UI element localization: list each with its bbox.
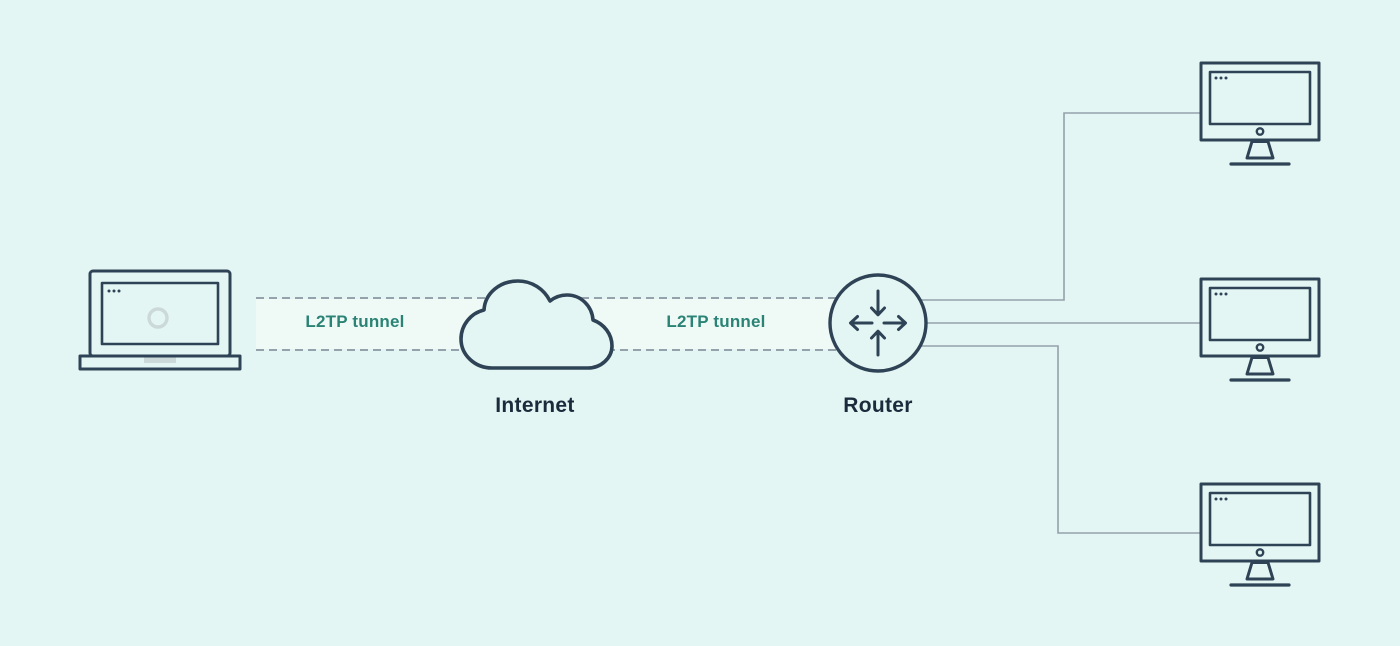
connector-router-to-monitor-3 [878, 345, 1206, 534]
router-icon [828, 273, 928, 373]
internet-label: Internet [495, 394, 575, 417]
cloud-icon [459, 279, 614, 370]
router-label: Router [843, 394, 913, 417]
router-arrows-icon [849, 289, 907, 357]
loading-ring-icon [147, 307, 169, 329]
monitor-icon [1199, 277, 1321, 382]
monitor-icon [1199, 61, 1321, 166]
l2tp-tunnel-label-left: L2TP tunnel [305, 312, 405, 331]
connector-router-to-monitor-1 [878, 112, 1206, 301]
l2tp-tunnel-label-right: L2TP tunnel [666, 312, 766, 331]
laptop-icon [78, 269, 242, 371]
monitor-icon [1199, 482, 1321, 587]
